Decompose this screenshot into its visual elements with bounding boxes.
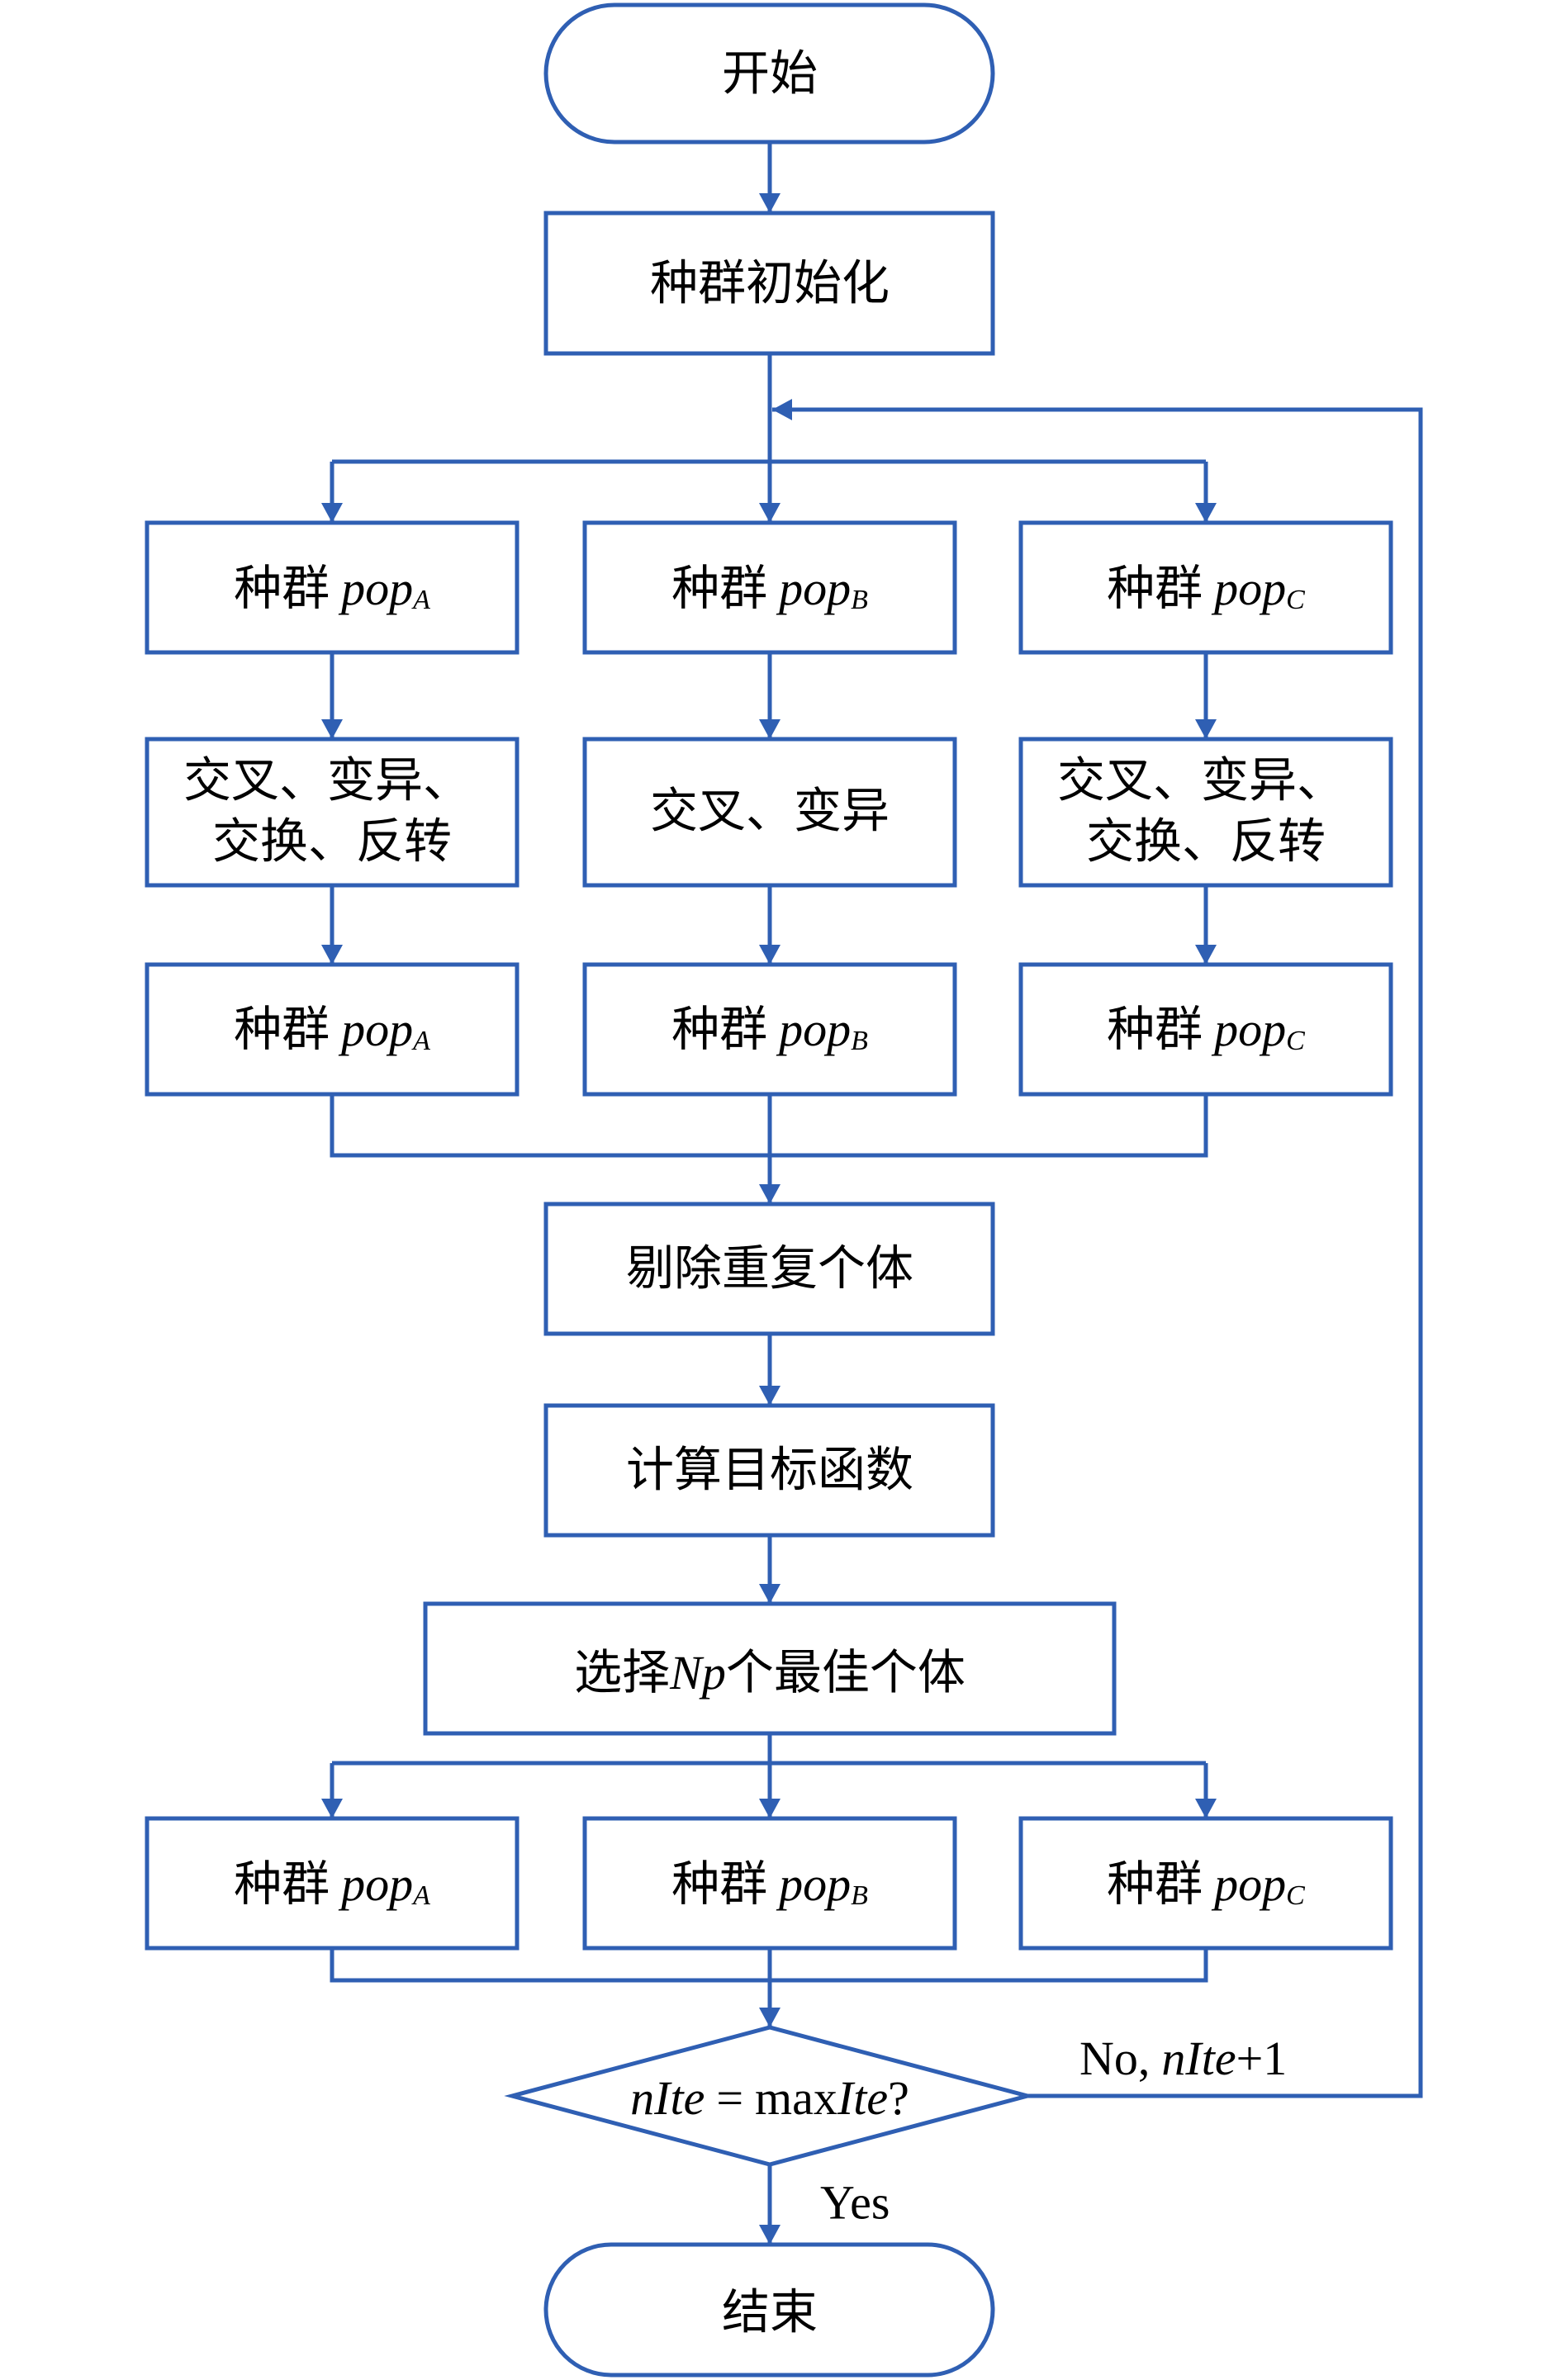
process-box	[1018, 962, 1393, 1097]
population-var: pop	[338, 1003, 413, 1056]
no-suffix: +1	[1236, 2032, 1288, 2085]
operators-b-line1: 交叉、变异	[650, 785, 890, 838]
decision-eq: =	[716, 2071, 743, 2125]
process-box	[1018, 1816, 1393, 1951]
population-subscript: A	[411, 585, 430, 615]
no-text: No,	[1079, 2032, 1150, 2085]
population-word: 种群	[1107, 1857, 1203, 1911]
termination-decision: nIte=maxIte?	[504, 2025, 1036, 2167]
population-word: 种群	[234, 1003, 330, 1056]
operators-c-line2: 交换、反转	[1086, 815, 1326, 869]
process-box	[145, 520, 520, 655]
yes-branch-label: Yes	[820, 2176, 890, 2230]
population-subscript: A	[411, 1880, 430, 1911]
select-process: 选择Np个最佳个体	[423, 1601, 1117, 1736]
dedupe-label: 剔除重复个体	[626, 1242, 913, 1296]
population-word: 种群	[1107, 1003, 1203, 1056]
population-word: 种群	[671, 1857, 767, 1911]
process-box	[1018, 520, 1393, 655]
population-word: 种群	[1107, 562, 1203, 615]
start-terminal: 开始	[543, 2, 995, 145]
evaluate-label: 计算目标函数	[626, 1444, 913, 1497]
population-var: pop	[776, 1857, 851, 1911]
population-subscript: C	[1286, 1026, 1305, 1056]
init-process: 种群初始化	[543, 211, 995, 356]
decision-label: nIte=maxIte?	[630, 2071, 909, 2125]
process-box	[145, 962, 520, 1097]
population-word: 种群	[671, 562, 767, 615]
dedupe-process: 剔除重复个体	[543, 1202, 995, 1336]
operators-a-line1: 交叉、变异、	[183, 754, 471, 808]
population-word: 种群	[671, 1003, 767, 1056]
population-subscript: B	[851, 585, 868, 615]
decision-lhs: nIte	[630, 2071, 705, 2125]
population-subscript: A	[411, 1026, 430, 1056]
end-oval	[543, 2242, 995, 2378]
decision-question: ?	[888, 2071, 909, 2125]
end-terminal: 结束	[543, 2242, 995, 2378]
end-label: 结束	[722, 2286, 818, 2340]
population-var: pop	[776, 1003, 851, 1056]
decision-rhs: Ite	[837, 2071, 888, 2125]
population-var: pop	[338, 1857, 413, 1911]
population-var: pop	[1211, 1857, 1286, 1911]
operators-a-line2: 交换、反转	[212, 815, 452, 869]
process-box	[582, 962, 957, 1097]
evaluate-process: 计算目标函数	[543, 1403, 995, 1538]
select-var: Np	[669, 1646, 726, 1700]
population-var: pop	[1211, 1003, 1286, 1056]
select-prefix: 选择	[574, 1646, 670, 1700]
population-var: pop	[338, 562, 413, 615]
init-label: 种群初始化	[650, 257, 890, 311]
process-box	[582, 1816, 957, 1951]
operators-c-line1: 交叉、变异、	[1057, 754, 1345, 808]
population-var: pop	[776, 562, 851, 615]
decision-max: max	[755, 2071, 837, 2125]
operators-box-a: 交叉、变异、 交换、反转	[145, 737, 520, 888]
population-subscript: B	[851, 1026, 868, 1056]
population-word: 种群	[234, 1857, 330, 1911]
population-subscript: C	[1286, 585, 1305, 615]
start-label: 开始	[722, 47, 818, 101]
process-box	[145, 1816, 520, 1951]
population-subscript: C	[1286, 1880, 1305, 1911]
population-word: 种群	[234, 562, 330, 615]
select-suffix: 个最佳个体	[726, 1646, 966, 1700]
operators-box-b: 交叉、变异	[582, 737, 957, 888]
no-branch-label: No,nIte+1	[1079, 2032, 1287, 2085]
decision-diamond	[504, 2025, 1036, 2167]
population-subscript: B	[851, 1880, 868, 1911]
operators-box-c: 交叉、变异、 交换、反转	[1018, 737, 1393, 888]
no-var: nIte	[1161, 2032, 1236, 2085]
process-box	[582, 520, 957, 655]
select-label: 选择Np个最佳个体	[574, 1646, 966, 1700]
population-var: pop	[1211, 562, 1286, 615]
feedback-loop-arrow	[772, 399, 1423, 2098]
